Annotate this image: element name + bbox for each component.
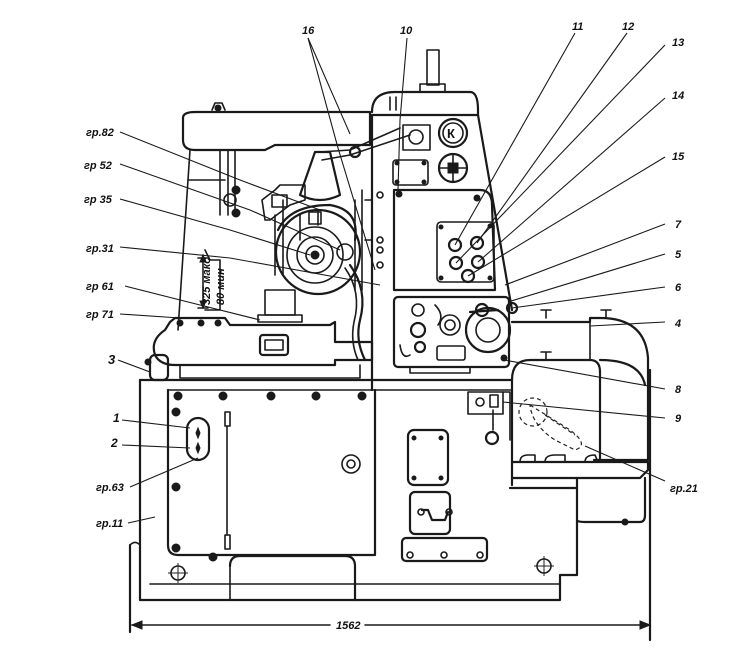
feed-dial [464,306,512,354]
lever-6-knob [505,301,519,315]
callout-12: 12 [622,21,634,33]
callout-gr52: гр 52 [84,160,112,172]
leader-lines [117,32,666,524]
callout-5: 5 [675,249,682,261]
feed-control-block [392,295,519,374]
button-12 [469,235,485,251]
callout-10: 10 [400,25,413,37]
callout-gr11: гр.11 [96,518,123,530]
callout-labels: 16 10 11 12 13 14 15 7 5 6 4 8 9 гр.21 г… [84,21,698,530]
callout-3: 3 [108,352,116,367]
callout-gr61: гр 61 [86,281,114,293]
button-13 [448,255,464,271]
callout-7: 7 [675,219,682,231]
logo-ring [437,117,469,149]
callout-6: 6 [675,282,682,294]
callout-gr31: гр.31 [86,243,114,255]
drawer [408,490,452,536]
coolant-tank [508,309,652,642]
callout-2: 2 [110,436,118,450]
callout-8: 8 [675,384,682,396]
callout-13: 13 [672,37,684,49]
table-window [258,333,290,357]
head-column: 325 макс 80 мин [197,249,303,323]
callout-gr63: гр.63 [96,482,124,494]
dim-height-min: 80 мин [215,268,227,305]
dimension-overall-width: 1562 [130,620,652,632]
callout-4: 4 [674,318,681,330]
dim-overall-width: 1562 [336,620,360,632]
callout-gr82: гр.82 [86,127,114,139]
button-14 [470,254,486,270]
logo-text: К [447,126,455,141]
lamp [298,150,342,202]
callout-16: 16 [302,25,315,37]
callout-11: 11 [572,21,583,33]
callout-14: 14 [672,90,684,102]
dim-height-max: 325 макс [201,258,213,305]
callout-gr71: гр 71 [86,309,114,321]
access-cover [406,428,450,487]
callout-gr21: гр.21 [670,483,698,495]
wheel-head [223,127,411,362]
table-carriage [144,316,374,382]
callout-gr35: гр 35 [84,194,113,206]
door-knob [341,454,361,474]
button-15 [460,268,476,284]
callout-9: 9 [675,413,682,425]
callout-15: 15 [672,151,685,163]
switch-plate [185,416,211,462]
button-11 [447,237,463,253]
machine-base [128,378,579,634]
callout-1: 1 [113,411,120,425]
